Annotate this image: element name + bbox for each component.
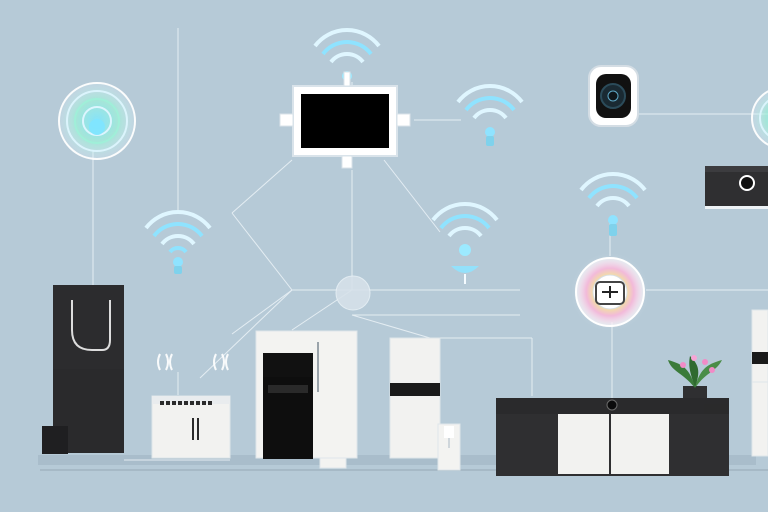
smart-display-icon (279, 71, 411, 169)
wifi-icon-1 (144, 210, 212, 274)
wifi-icon-3 (456, 84, 524, 146)
security-camera-icon (588, 65, 639, 127)
network-line-7 (231, 289, 293, 335)
network-line-3 (231, 159, 293, 214)
wifi-icon-5 (579, 172, 647, 236)
smart-speaker-icon (58, 82, 136, 160)
plant-icon (668, 355, 722, 398)
network-line-4 (231, 212, 293, 291)
network-line-6 (383, 159, 441, 233)
speaker-icon (751, 90, 768, 146)
washer-icon (389, 337, 461, 471)
cabinet-icon (496, 398, 729, 476)
sideboard (151, 353, 231, 459)
router-icon (705, 166, 768, 209)
refrigerator-icon (255, 330, 358, 469)
network-line-8 (199, 289, 293, 379)
tall-cabinet (42, 285, 124, 454)
edge-appliance (751, 309, 768, 457)
wifi-icon-4 (431, 202, 499, 284)
network-line-11 (351, 314, 431, 339)
network-hub (335, 275, 371, 311)
thermostat-icon (572, 254, 648, 330)
